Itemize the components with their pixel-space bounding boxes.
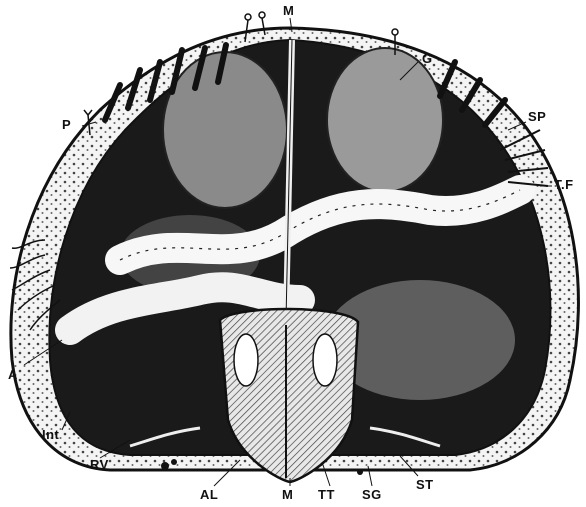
label-M-bottom: M xyxy=(282,488,293,501)
label-TF: T.F xyxy=(554,178,574,191)
label-AL: AL xyxy=(200,488,218,501)
label-SG: SG xyxy=(362,488,382,501)
label-TT: TT xyxy=(318,488,335,501)
label-M-top: M xyxy=(283,4,294,17)
label-P: P xyxy=(62,118,71,131)
label-A: A xyxy=(8,368,18,381)
label-ST: ST xyxy=(416,478,434,491)
label-G: G xyxy=(422,52,433,65)
gonad-left xyxy=(163,52,287,208)
label-RV: RV xyxy=(90,458,109,471)
label-Int: Int xyxy=(42,428,59,441)
gonad-right xyxy=(327,48,443,192)
label-SP: SP xyxy=(528,110,546,123)
